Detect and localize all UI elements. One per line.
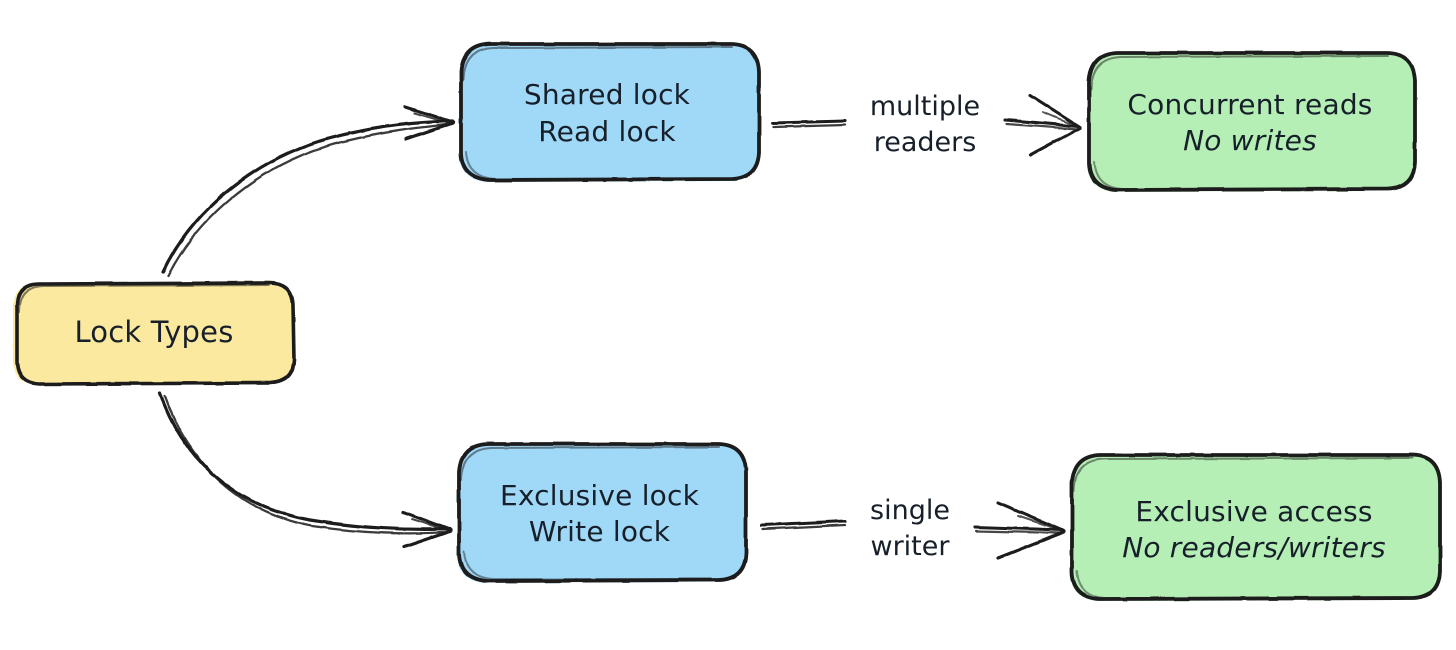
shared-lock-node-shape (459, 42, 761, 182)
edge-root-to-exclusive (158, 391, 453, 549)
concurrent-reads-node-shape (1087, 51, 1417, 192)
exclusive-lock-node-shape (457, 442, 748, 583)
edge-shared-to-concurrent (771, 93, 1082, 157)
exclusive-access-node-shape (1070, 453, 1442, 601)
edge-exclusive-to-access (760, 501, 1066, 560)
lock-types-node-shape (13, 281, 296, 386)
edge-root-to-shared (161, 105, 455, 278)
